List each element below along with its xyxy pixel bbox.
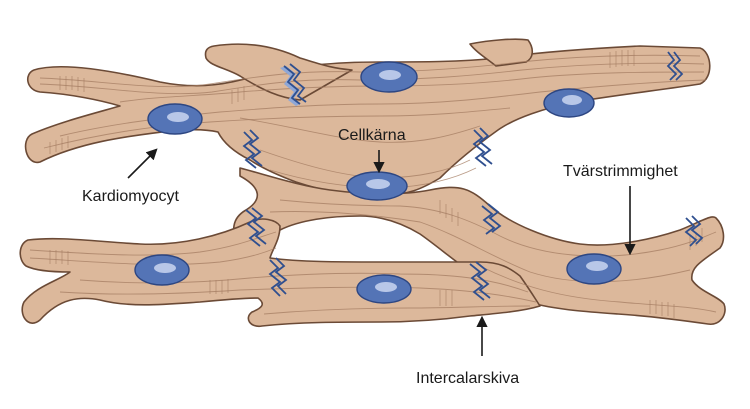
disc-2 bbox=[242, 129, 263, 169]
disc-5 bbox=[245, 207, 267, 247]
cross-striations bbox=[49, 50, 703, 318]
disc-8 bbox=[469, 261, 491, 301]
label-intercalated-disc: Intercalarskiva bbox=[416, 370, 519, 387]
disc-7 bbox=[268, 257, 288, 297]
disc-3 bbox=[472, 127, 493, 167]
arrow-cardiomyocyte bbox=[127, 148, 158, 179]
nucleus-6 bbox=[356, 274, 412, 304]
fiber-lower bbox=[19, 218, 541, 328]
label-cardiomyocyte: Kardiomyocyt bbox=[82, 188, 179, 205]
nucleus-4 bbox=[346, 171, 408, 201]
disc-1 bbox=[280, 63, 307, 106]
fiber-upper bbox=[24, 45, 711, 197]
label-nucleus: Cellkärna bbox=[338, 127, 406, 144]
intercalated-discs bbox=[242, 51, 704, 301]
nucleus-5 bbox=[134, 254, 190, 286]
disc-9 bbox=[684, 215, 704, 247]
nucleus-2 bbox=[360, 61, 418, 93]
nucleus-7 bbox=[566, 253, 622, 285]
fiber-right-upper-branch bbox=[469, 38, 534, 67]
disc-6 bbox=[481, 203, 502, 235]
labels: Kardiomyocyt Cellkärna Tvärstrimmighet I… bbox=[82, 127, 678, 387]
disc-4 bbox=[666, 51, 684, 81]
nucleus-3 bbox=[543, 88, 595, 118]
nucleus-1 bbox=[147, 103, 203, 135]
label-arrows bbox=[127, 148, 636, 356]
muscle-fibers bbox=[19, 38, 726, 328]
fiber-upper-branch bbox=[204, 43, 353, 101]
nuclei bbox=[134, 61, 622, 304]
label-striation: Tvärstrimmighet bbox=[563, 163, 678, 180]
